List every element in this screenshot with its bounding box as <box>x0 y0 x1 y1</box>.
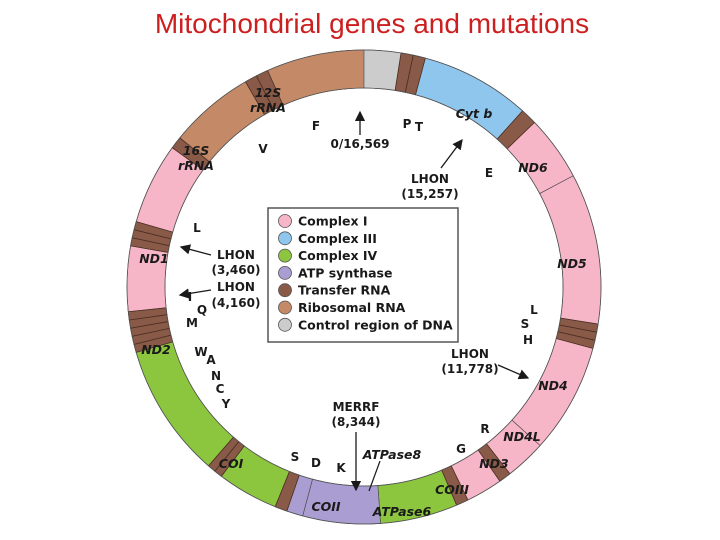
segment-nd5 <box>539 175 602 325</box>
trna-label-l: L <box>530 303 538 317</box>
legend-swatch <box>278 317 292 332</box>
ring-outer-edge <box>126 49 602 525</box>
trna-label-w: W <box>194 345 207 359</box>
trna-label-a: A <box>206 353 216 367</box>
legend: Complex I Complex III Complex IV ATP syntha… <box>267 207 459 343</box>
trna-label-c: C <box>216 382 225 396</box>
lhon-15257-label: LHON <box>411 172 449 186</box>
gene-label-nd2: ND2 <box>141 342 171 357</box>
gene-label-nd1: ND1 <box>139 251 169 266</box>
legend-swatch <box>278 248 292 263</box>
segment-cytb <box>415 57 524 140</box>
trna-label-y: Y <box>221 397 231 411</box>
annotations: 0/16,569 LHON (15,257) LHON (3,460) LHON… <box>178 110 530 492</box>
gene-label-12s-line1: 12S <box>255 85 281 100</box>
gene-label-nd5: ND5 <box>557 256 587 271</box>
lhon-11778-arrow <box>497 364 530 380</box>
gene-label-12s-line2: rRNA <box>250 100 286 115</box>
gene-label-16s-rrna-line2: rRNA <box>178 158 214 173</box>
lhon-4160-arrow <box>178 288 212 299</box>
merrf-position: (8,344) <box>332 415 381 429</box>
lhon-3460-arrow <box>179 244 212 256</box>
gene-label-nd4: ND4 <box>538 378 568 393</box>
legend-swatch <box>278 300 292 315</box>
gene-label-16s-rrna-line1: 16S <box>183 143 209 158</box>
gene-label-coi: COI <box>219 456 244 471</box>
atpase8-pointer <box>368 460 381 492</box>
legend-label: Complex IV <box>298 248 378 263</box>
lhon-3460-position: (3,460) <box>212 263 261 277</box>
trna-label-g: G <box>456 442 466 456</box>
legend-swatch <box>278 231 292 246</box>
trna-label-q: Q <box>197 303 207 317</box>
gene-labels: Cyt bND6ND5ND4ND4LND3COIIIATPase6COIICOI… <box>139 85 587 519</box>
trna-label-r: R <box>480 422 489 436</box>
trna-label-h: H <box>523 333 533 347</box>
lhon-15257-position: (15,257) <box>401 187 458 201</box>
legend-swatch <box>278 283 292 298</box>
lhon-3460-label: LHON <box>217 248 255 262</box>
trna-label-f: F <box>312 119 320 133</box>
legend-label: Ribosomal RNA <box>298 300 406 315</box>
ring-inner-edge <box>164 87 564 487</box>
gene-label-coiii: COIII <box>435 482 469 497</box>
trna-label-s: S <box>521 317 530 331</box>
segment-coi <box>135 341 234 467</box>
legend-swatch <box>278 214 292 228</box>
gene-label-nd3: ND3 <box>479 456 509 471</box>
legend-label: Complex III <box>298 231 377 246</box>
legend-label: Control region of DNA <box>298 317 453 332</box>
trna-label-l: L <box>193 221 201 235</box>
genome-ring <box>126 49 602 525</box>
lhon-4160-position: (4,160) <box>212 296 261 310</box>
trna-label-e: E <box>485 166 493 180</box>
page-title: Mitochondrial genes and mutations <box>154 8 590 39</box>
gene-label-cytb: Cyt b <box>456 106 493 121</box>
origin-label: 0/16,569 <box>330 137 389 151</box>
lhon-11778-position: (11,778) <box>441 362 498 376</box>
gene-label-atpase6: ATPase6 <box>372 504 432 519</box>
lhon-15257-arrow <box>440 138 463 169</box>
lhon-4160-label: LHON <box>217 280 255 294</box>
legend-label: Transfer RNA <box>298 283 391 298</box>
trna-label-t: T <box>415 120 424 134</box>
legend-swatch <box>278 265 292 280</box>
legend-label: ATP synthase <box>298 265 392 280</box>
lhon-11778-label: LHON <box>451 347 489 361</box>
gene-label-nd6: ND6 <box>518 160 548 175</box>
legend-box <box>267 207 459 343</box>
trna-label-v: V <box>258 142 268 156</box>
gene-label-coii: COII <box>311 499 340 514</box>
gene-label-nd4l: ND4L <box>503 429 541 444</box>
trna-label-n: N <box>211 369 221 383</box>
legend-label: Complex I <box>298 214 368 229</box>
trna-label-s: S <box>291 450 300 464</box>
merrf-label: MERRF <box>333 400 380 414</box>
trna-label-d: D <box>311 456 321 470</box>
trna-label-k: K <box>336 461 346 475</box>
atpase8-label: ATPase8 <box>362 447 422 462</box>
trna-label-p: P <box>403 117 412 131</box>
trna-label-m: M <box>186 316 198 330</box>
trna-label-i: I <box>188 290 192 304</box>
